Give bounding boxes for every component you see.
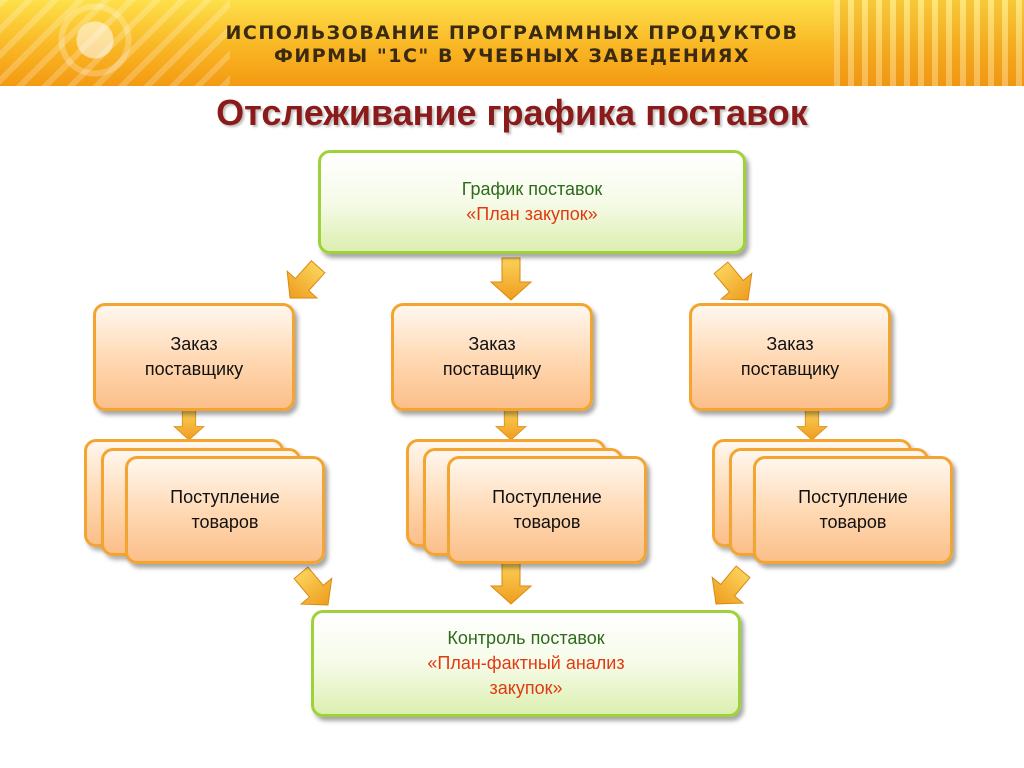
- control-box-subtitle-line2: закупок»: [489, 678, 563, 698]
- order-box-label-line2: поставщику: [144, 359, 244, 379]
- ornament-logo-icon: [0, 0, 230, 86]
- receipt-box-label-line2: товаров: [819, 512, 887, 532]
- control-box-title: Контроль поставок: [447, 628, 605, 648]
- order-box-right: Заказ поставщику: [689, 303, 891, 411]
- receipt-box-label-line1: Поступление: [170, 487, 280, 507]
- receipt-box-left: Поступление товаров: [125, 456, 325, 564]
- arrow-plan-to-order-center: [490, 257, 532, 301]
- banner-title-line1: ИСПОЛЬЗОВАНИЕ ПРОГРАММНЫХ ПРОДУКТОВ: [225, 22, 799, 44]
- receipt-stack-center: Поступление Поступление товаров: [406, 439, 651, 569]
- building-image-icon: [834, 0, 1024, 86]
- receipt-stack-right: Поступление Поступление товаров: [712, 439, 957, 569]
- order-box-left: Заказ поставщику: [93, 303, 295, 411]
- receipt-stack-left: Поступление Поступление товаров: [84, 439, 329, 569]
- arrow-order-to-receipt-right: [796, 408, 828, 441]
- arrow-order-to-receipt-center: [495, 408, 527, 441]
- plan-box: График поставок «План закупок»: [318, 150, 746, 254]
- order-box-label-line1: Заказ: [468, 334, 516, 354]
- receipt-box-label-line1: Поступление: [492, 487, 602, 507]
- receipt-box-label-line2: товаров: [191, 512, 259, 532]
- control-box-subtitle-line1: «План-фактный анализ: [427, 653, 625, 673]
- plan-box-title: График поставок: [461, 179, 603, 199]
- receipt-box-right: Поступление товаров: [753, 456, 953, 564]
- header-banner: ИСПОЛЬЗОВАНИЕ ПРОГРАММНЫХ ПРОДУКТОВ ФИРМ…: [0, 0, 1024, 86]
- arrow-order-to-receipt-left: [173, 408, 205, 441]
- control-box: Контроль поставок «План-фактный анализ з…: [311, 610, 741, 717]
- receipt-box-label-line2: товаров: [513, 512, 581, 532]
- banner-title-line2: ФИРМЫ "1С" В УЧЕБНЫХ ЗАВЕДЕНИЯХ: [273, 45, 750, 67]
- order-box-label-line1: Заказ: [170, 334, 218, 354]
- order-box-label-line1: Заказ: [766, 334, 814, 354]
- order-box-label-line2: поставщику: [442, 359, 542, 379]
- receipt-box-label-line1: Поступление: [798, 487, 908, 507]
- order-box-center: Заказ поставщику: [391, 303, 593, 411]
- plan-box-subtitle: «План закупок»: [466, 204, 598, 224]
- receipt-box-center: Поступление товаров: [447, 456, 647, 564]
- order-box-label-line2: поставщику: [740, 359, 840, 379]
- page-title: Отслеживание графика поставок: [216, 92, 808, 133]
